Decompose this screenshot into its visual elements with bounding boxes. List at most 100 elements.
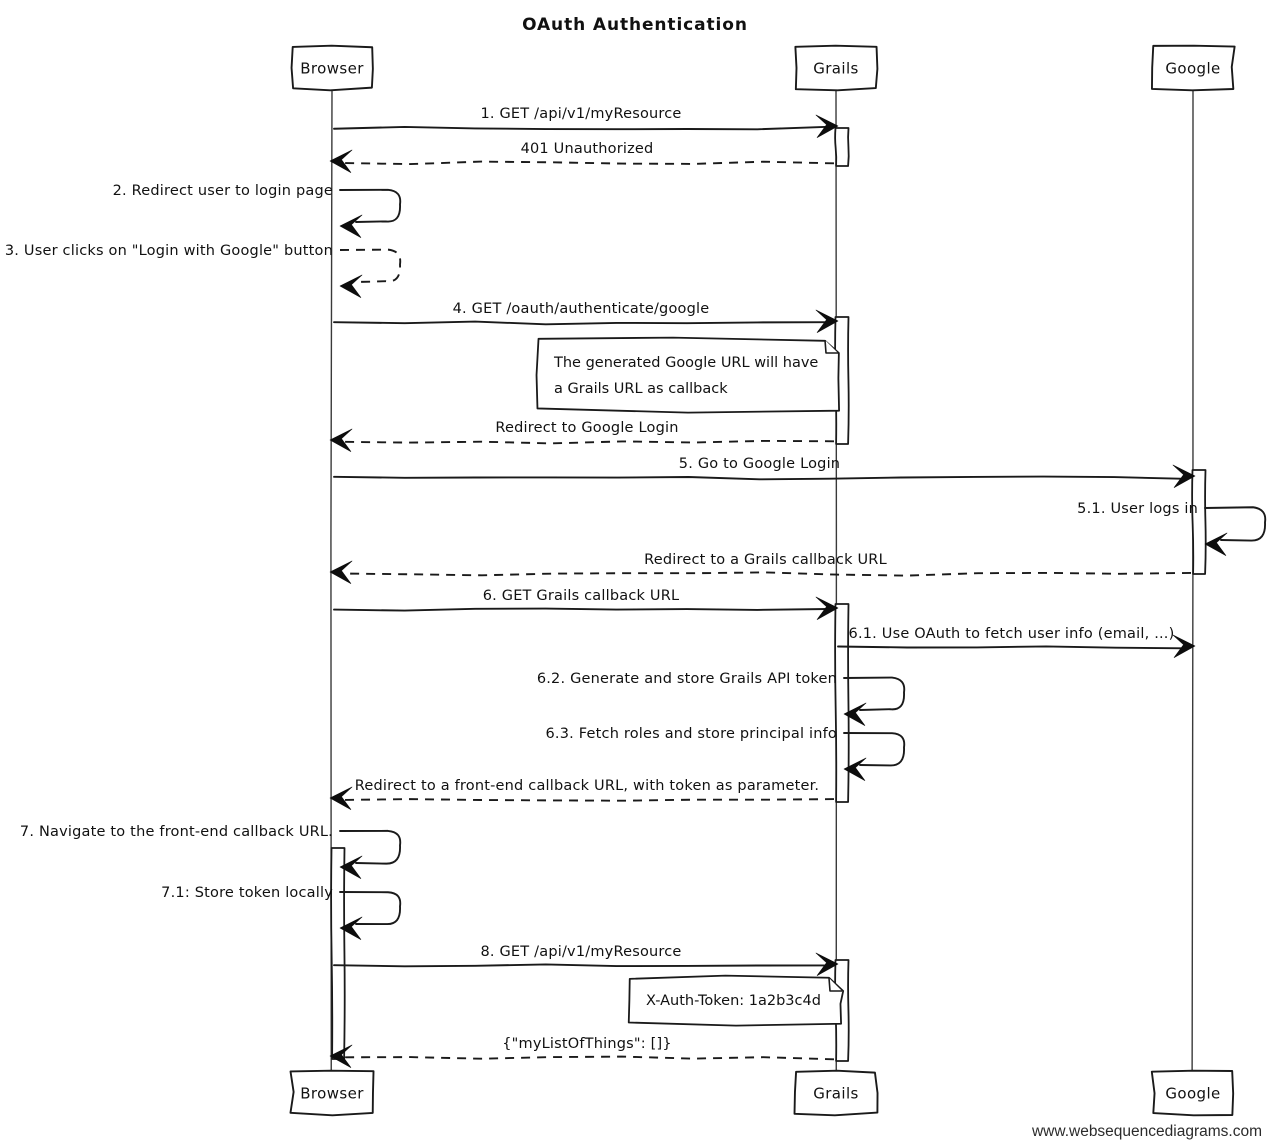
activations-layer xyxy=(330,127,1207,1062)
arrowhead-icon xyxy=(329,1044,353,1068)
arrowhead-icon xyxy=(1172,634,1196,658)
message-self-loop xyxy=(339,829,402,865)
message-line xyxy=(339,160,835,166)
message-16[interactable]: 7.1: Store token locally xyxy=(161,885,402,940)
message-line xyxy=(339,1055,835,1061)
arrowhead-icon xyxy=(329,786,353,810)
note-auth-token: X-Auth-Token: 1a2b3c4d xyxy=(627,974,845,1027)
arrowhead-icon xyxy=(815,309,839,333)
note-fold-corner-icon xyxy=(828,977,842,992)
message-9[interactable]: Redirect to a Grails callback URL xyxy=(329,552,1192,584)
message-label: {"myListOfThings": []} xyxy=(502,1036,672,1052)
arrowhead-icon xyxy=(815,596,839,620)
participant-browser-top[interactable]: Browser xyxy=(290,44,374,92)
message-label: 5. Go to Google Login xyxy=(679,456,840,472)
message-self-loop xyxy=(339,248,402,283)
message-line xyxy=(333,607,829,612)
message-label: 4. GET /oauth/authenticate/google xyxy=(453,301,710,317)
arrowhead-icon xyxy=(339,916,363,940)
lifeline-google xyxy=(1191,88,1194,1073)
message-label: Redirect to a front-end callback URL, wi… xyxy=(355,778,820,794)
message-7[interactable]: 5. Go to Google Login xyxy=(333,456,1196,488)
arrowhead-icon xyxy=(339,855,363,879)
message-label: 8. GET /api/v1/myResource xyxy=(480,944,681,960)
message-line xyxy=(333,320,829,326)
activation-google-1 xyxy=(1191,469,1207,575)
message-5[interactable]: 4. GET /oauth/authenticate/google xyxy=(333,301,839,333)
note-fold-corner-icon xyxy=(824,339,838,354)
message-label: 7. Navigate to the front-end callback UR… xyxy=(20,824,333,840)
message-label: Redirect to Google Login xyxy=(495,420,678,436)
participant-label: Google xyxy=(1165,60,1220,78)
participant-grails-top[interactable]: Grails xyxy=(794,44,879,92)
message-label: 6.3. Fetch roles and store principal inf… xyxy=(545,726,837,742)
message-label: 6.2. Generate and store Grails API token xyxy=(537,671,837,687)
message-self-loop xyxy=(1204,506,1267,542)
message-2[interactable]: 401 Unauthorized xyxy=(329,141,835,173)
footer-watermark: www.websequencediagrams.com xyxy=(1031,1123,1262,1140)
note-body xyxy=(627,974,845,1027)
participant-label: Browser xyxy=(300,60,364,78)
message-self-loop xyxy=(339,891,402,925)
message-label: Redirect to a Grails callback URL xyxy=(644,552,887,568)
message-8[interactable]: 5.1. User logs in xyxy=(1077,501,1267,556)
message-11[interactable]: 6.1. Use OAuth to fetch user info (email… xyxy=(837,626,1196,658)
message-line xyxy=(333,963,829,968)
participant-label: Grails xyxy=(813,1085,859,1103)
message-17[interactable]: 8. GET /api/v1/myResource xyxy=(333,944,839,976)
note-line: X-Auth-Token: 1a2b3c4d xyxy=(646,993,821,1009)
note-body xyxy=(535,336,840,414)
arrowhead-icon xyxy=(843,702,867,726)
arrowhead-icon xyxy=(843,757,867,781)
arrowhead-icon xyxy=(329,149,353,173)
participant-label: Google xyxy=(1165,1085,1220,1103)
activation-browser-1 xyxy=(330,847,346,1060)
participant-label: Browser xyxy=(300,1085,364,1103)
message-12[interactable]: 6.2. Generate and store Grails API token xyxy=(537,671,906,726)
message-3[interactable]: 2. Redirect user to login page xyxy=(113,183,402,238)
note-line: The generated Google URL will have xyxy=(553,355,818,371)
message-label: 6. GET Grails callback URL xyxy=(483,588,680,604)
message-label: 1. GET /api/v1/myResource xyxy=(480,106,681,122)
arrowhead-icon xyxy=(815,952,839,976)
diagram-title: OAuth Authentication xyxy=(522,15,748,35)
message-line xyxy=(333,475,1186,481)
message-label: 7.1: Store token locally xyxy=(161,885,333,901)
participant-label: Grails xyxy=(813,60,859,78)
message-6[interactable]: Redirect to Google Login xyxy=(329,420,835,452)
arrowhead-icon xyxy=(339,274,363,298)
arrowhead-icon xyxy=(815,114,839,138)
messages-layer: 1. GET /api/v1/myResource 401 Unauthorize… xyxy=(5,106,1267,1068)
message-15[interactable]: 7. Navigate to the front-end callback UR… xyxy=(20,824,402,879)
participant-browser-bottom[interactable]: Browser xyxy=(289,1069,375,1117)
arrowhead-icon xyxy=(1172,464,1196,488)
participant-grails-bottom[interactable]: Grails xyxy=(793,1069,879,1117)
message-label: 2. Redirect user to login page xyxy=(113,183,333,199)
arrowhead-icon xyxy=(329,428,353,452)
message-line xyxy=(339,571,1192,577)
arrowhead-icon xyxy=(1204,532,1228,556)
message-1[interactable]: 1. GET /api/v1/myResource xyxy=(333,106,839,138)
message-18[interactable]: {"myListOfThings": []} xyxy=(329,1036,835,1068)
message-13[interactable]: 6.3. Fetch roles and store principal inf… xyxy=(545,726,906,781)
message-self-loop xyxy=(843,676,906,711)
participant-google-top[interactable]: Google xyxy=(1151,44,1236,92)
message-self-loop xyxy=(843,732,906,767)
message-line xyxy=(339,439,835,445)
arrowhead-icon xyxy=(339,214,363,238)
message-14[interactable]: Redirect to a front-end callback URL, wi… xyxy=(329,778,835,810)
message-line xyxy=(339,798,835,802)
participant-google-bottom[interactable]: Google xyxy=(1150,1069,1235,1117)
note-line: a Grails URL as callback xyxy=(554,381,728,397)
message-self-loop xyxy=(339,188,402,223)
activation-grails-1 xyxy=(834,127,850,167)
message-10[interactable]: 6. GET Grails callback URL xyxy=(333,588,839,620)
note-google-url: The generated Google URL will have a Grai… xyxy=(535,336,840,414)
message-label: 6.1. Use OAuth to fetch user info (email… xyxy=(849,626,1175,642)
message-line xyxy=(837,645,1186,650)
message-4[interactable]: 3. User clicks on "Login with Google" bu… xyxy=(5,243,402,298)
message-label: 401 Unauthorized xyxy=(521,141,654,157)
